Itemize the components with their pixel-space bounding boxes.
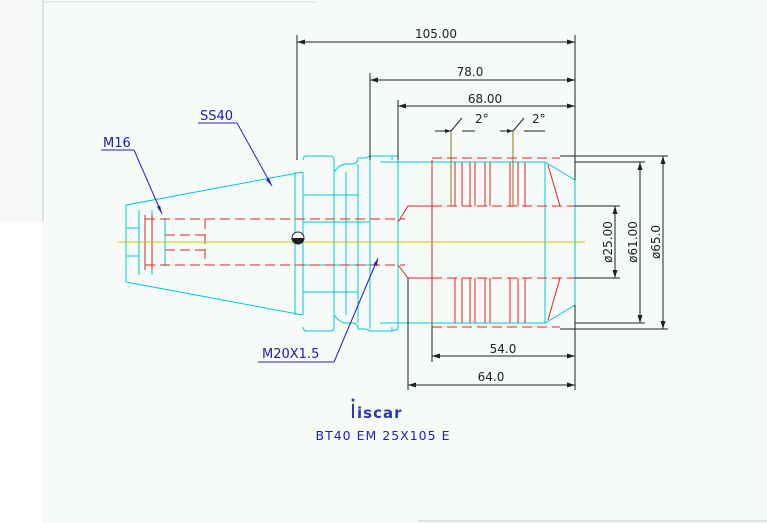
- dim-diameters: [560, 155, 668, 330]
- callout-m16-leader: [101, 149, 163, 215]
- reference-ball: [291, 231, 305, 245]
- dim-length-64: [407, 278, 575, 390]
- callout-m20-leader: [258, 257, 379, 363]
- dim-length-68: [397, 100, 575, 160]
- svg-text:iscar: iscar: [357, 404, 402, 422]
- dim-length-54: [431, 305, 576, 390]
- olive-lines: [450, 130, 514, 206]
- hidden-lines: [144, 157, 575, 328]
- part-name: BT40 EM 25X105 E: [316, 428, 451, 443]
- dim-dia-25: ø25.00: [601, 221, 615, 263]
- dim-64: 64.0: [478, 370, 505, 384]
- dim-dia-61: ø61.00: [626, 221, 640, 263]
- callout-ss40-leader: [198, 122, 273, 187]
- dim-angles: [435, 117, 545, 133]
- sheet-background: [43, 0, 767, 523]
- dim-length-78: [369, 73, 575, 160]
- dim-dia-65: ø65.0: [649, 225, 663, 259]
- dim-54: 54.0: [490, 342, 517, 356]
- dim-78: 78.0: [457, 65, 484, 79]
- dim-105: 105.00: [415, 27, 457, 41]
- iscar-logo: iscar: [351, 398, 402, 422]
- dim-angle-left: 2°: [475, 112, 489, 126]
- dim-68: 68.00: [468, 92, 502, 106]
- sheet-left-strip: [0, 0, 43, 222]
- callout-m20x1-5: M20X1.5: [262, 347, 319, 362]
- dim-angle-right: 2°: [532, 112, 546, 126]
- callout-ss40: SS40: [200, 109, 233, 124]
- callout-m16: M16: [103, 136, 131, 151]
